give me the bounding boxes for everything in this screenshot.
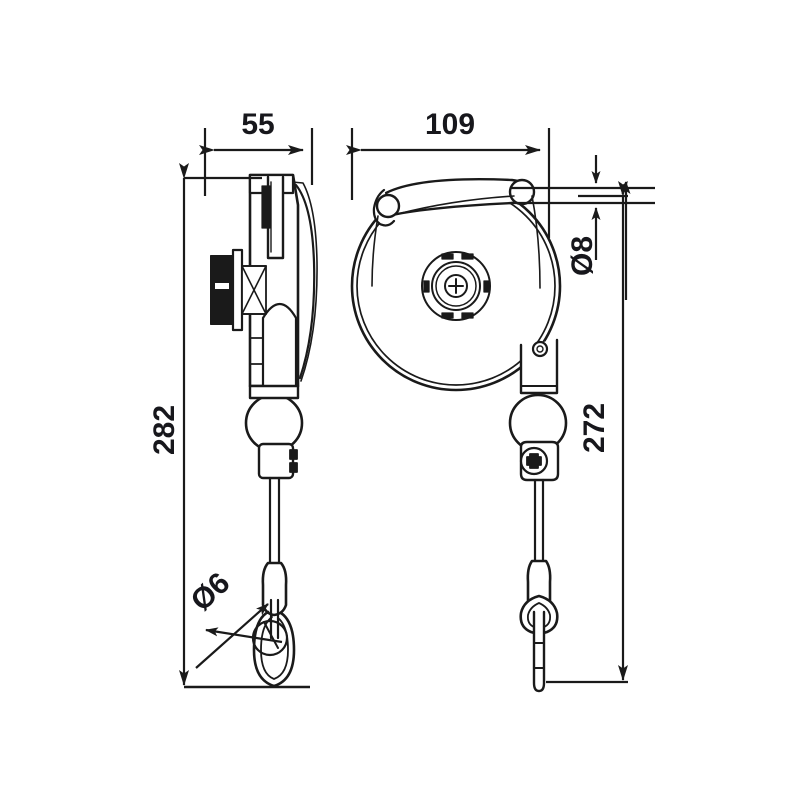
dim-arrow-d6-upper bbox=[195, 603, 269, 669]
cable-clamp bbox=[257, 442, 298, 480]
housing-neck-side bbox=[248, 384, 300, 400]
center-hub-screw bbox=[421, 251, 491, 321]
dim-label-55: 55 bbox=[241, 108, 274, 141]
dim-label-d8: Ø8 bbox=[566, 236, 599, 276]
mounting-ear-right bbox=[508, 178, 536, 206]
ratchet-block bbox=[241, 265, 267, 315]
cable-stop-ball bbox=[244, 393, 304, 453]
dim-label-282: 282 bbox=[148, 405, 181, 455]
dim-label-272: 272 bbox=[578, 403, 611, 453]
tension-adjust-knob bbox=[210, 248, 244, 332]
dim-arrow-d6-lower bbox=[205, 627, 283, 644]
cable-ferrule-side bbox=[261, 561, 288, 617]
mounting-bracket bbox=[371, 178, 541, 289]
cable-clamp-screw bbox=[519, 440, 560, 482]
balancer-housing-side bbox=[248, 173, 318, 388]
snap-hook-carabiner-edge bbox=[519, 594, 559, 693]
side-view-group bbox=[210, 173, 318, 688]
housing-neck bbox=[519, 338, 559, 395]
steel-cable-side bbox=[268, 476, 281, 564]
dim-label-109: 109 bbox=[425, 108, 475, 141]
steel-cable-front bbox=[533, 478, 545, 562]
front-view-group bbox=[350, 178, 568, 693]
dimension-lines bbox=[179, 128, 655, 689]
mounting-ear-left bbox=[375, 193, 401, 219]
